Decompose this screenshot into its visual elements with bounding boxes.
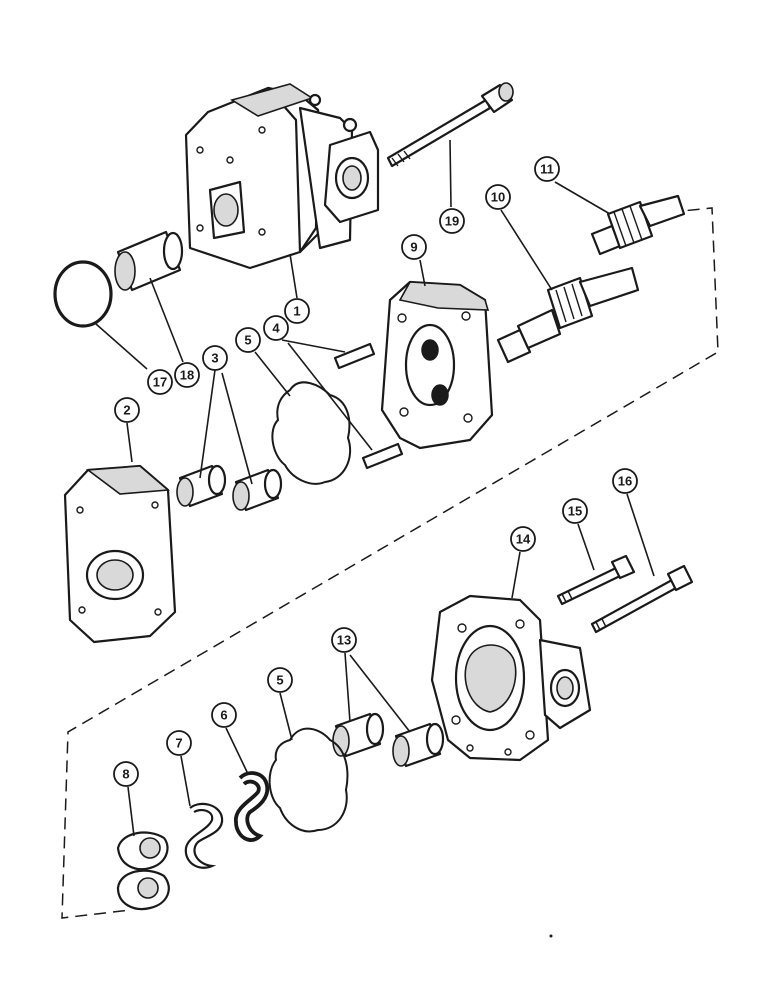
- callout-label: 9: [410, 240, 417, 255]
- seal-gasket-lower: [268, 727, 349, 833]
- callout-13: 13: [331, 627, 357, 653]
- retaining-spring: [184, 802, 224, 869]
- callout-17: 17: [147, 369, 173, 395]
- center-plate: [380, 280, 494, 450]
- long-bolt-lower: [590, 564, 694, 634]
- callout-16: 16: [612, 468, 638, 494]
- callout-label: 1: [293, 304, 300, 319]
- callout-label: 5: [276, 673, 283, 688]
- splined-coupling: [114, 230, 184, 292]
- callout-label: 10: [491, 190, 505, 205]
- callout-9: 9: [401, 234, 427, 260]
- leader-lines: [95, 139, 655, 837]
- o-ring: [53, 260, 113, 328]
- long-gear-shaft: [496, 266, 640, 364]
- dowel-pins: [333, 342, 404, 470]
- pump-body-assembly: [184, 83, 380, 270]
- callout-label: 2: [123, 403, 130, 418]
- callout-label: 15: [568, 504, 582, 519]
- callout-label: 5: [244, 333, 251, 348]
- callout-4: 4: [263, 315, 289, 341]
- callout-18: 18: [174, 362, 200, 388]
- callout-label: 8: [122, 767, 129, 782]
- callout-label: 11: [540, 162, 554, 177]
- assembly-boundary-dashed-line: [61, 207, 719, 919]
- end-cover: [63, 464, 177, 644]
- callout-label: 6: [220, 708, 227, 723]
- callout-5-lower: 5: [267, 667, 293, 693]
- short-bolt: [556, 554, 636, 606]
- callout-8: 8: [113, 761, 139, 787]
- long-bolt: [386, 82, 514, 168]
- bushings-upper: [176, 464, 283, 512]
- bushings-lower: [332, 712, 445, 768]
- thrust-plates: [116, 831, 170, 911]
- callout-6: 6: [211, 702, 237, 728]
- callout-label: 18: [180, 368, 194, 383]
- callout-15: 15: [562, 498, 588, 524]
- callout-label: 7: [175, 736, 182, 751]
- callout-label: 17: [153, 375, 167, 390]
- callout-label: 19: [445, 214, 459, 229]
- scan-speck: [549, 934, 553, 938]
- callout-7: 7: [166, 730, 192, 756]
- callout-5-upper: 5: [235, 327, 261, 353]
- callout-2: 2: [114, 397, 140, 423]
- short-gear-shaft: [590, 194, 686, 256]
- callout-label: 3: [211, 351, 218, 366]
- callout-label: 14: [516, 532, 531, 547]
- callout-3: 3: [202, 345, 228, 371]
- callout-11: 11: [534, 156, 560, 182]
- callout-label: 4: [272, 321, 280, 336]
- wire-seal: [234, 771, 270, 842]
- callout-1: 1: [284, 298, 310, 324]
- pump-housing: [430, 594, 592, 762]
- seal-gasket-upper: [271, 381, 352, 485]
- callout-10: 10: [485, 184, 511, 210]
- callout-label: 16: [618, 474, 632, 489]
- callout-19: 19: [439, 208, 465, 234]
- callout-label: 13: [337, 633, 351, 648]
- callout-14: 14: [510, 526, 536, 552]
